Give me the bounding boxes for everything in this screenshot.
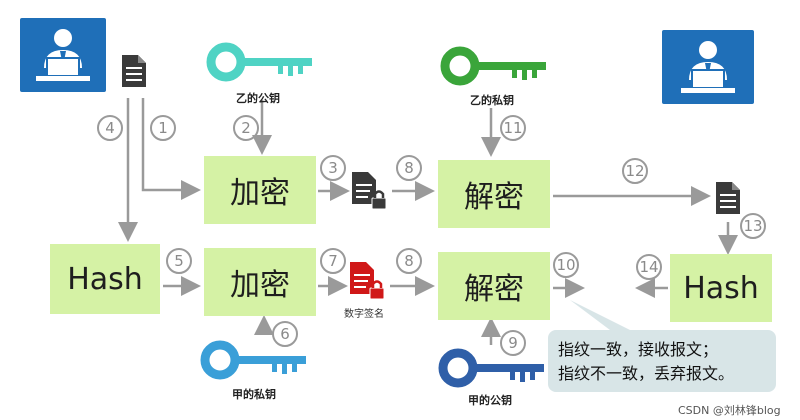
person-computer-icon [36,29,90,81]
key-icon [440,46,546,86]
step-11: 11 [500,115,526,141]
key-label-b-private: 乙的私钥 [470,94,514,107]
step-6: 6 [272,321,298,347]
step-5: 5 [166,248,192,274]
step-8-bottom: 8 [396,248,422,274]
step-12: 12 [622,158,648,184]
key-icon [438,348,544,388]
step-14: 14 [636,254,662,280]
key-label-a-private: 甲的私钥 [232,388,276,401]
step-9: 9 [500,330,526,356]
decrypt-box-top: 解密 [438,160,550,228]
step-4: 4 [97,115,123,141]
locked-document-icon [352,172,387,210]
note-line-1: 指纹一致，接收报文； [558,340,719,359]
key-label-b-public: 乙的公钥 [236,92,280,105]
encrypt-box-top: 加密 [204,156,316,224]
encrypt-box-bottom: 加密 [204,248,316,316]
step-13: 13 [740,213,766,239]
note-pointer [570,300,630,330]
step-3: 3 [320,155,346,181]
watermark: CSDN @刘林锋blog [678,404,781,417]
note-line-2: 指纹不一致，丢弃报文。 [558,364,735,383]
step-10: 10 [553,252,579,278]
sender-avatar [20,18,106,92]
decrypt-box-bottom: 解密 [438,252,550,320]
digital-signature-icon [350,262,385,300]
document-icon [122,55,146,87]
step-1: 1 [150,115,176,141]
document-icon [716,182,740,214]
step-2: 2 [233,115,259,141]
step-7: 7 [320,248,346,274]
signature-label: 数字签名 [344,309,384,320]
receiver-avatar [662,30,754,104]
hash-box-right: Hash [670,254,772,322]
person-computer-icon [681,41,735,93]
key-icon [206,42,312,82]
key-icon [200,340,306,380]
step-8-top: 8 [396,155,422,181]
key-label-a-public: 甲的公钥 [468,394,512,407]
result-note: 指纹一致，接收报文； 指纹不一致，丢弃报文。 [548,330,776,392]
hash-box-left: Hash [50,244,160,314]
